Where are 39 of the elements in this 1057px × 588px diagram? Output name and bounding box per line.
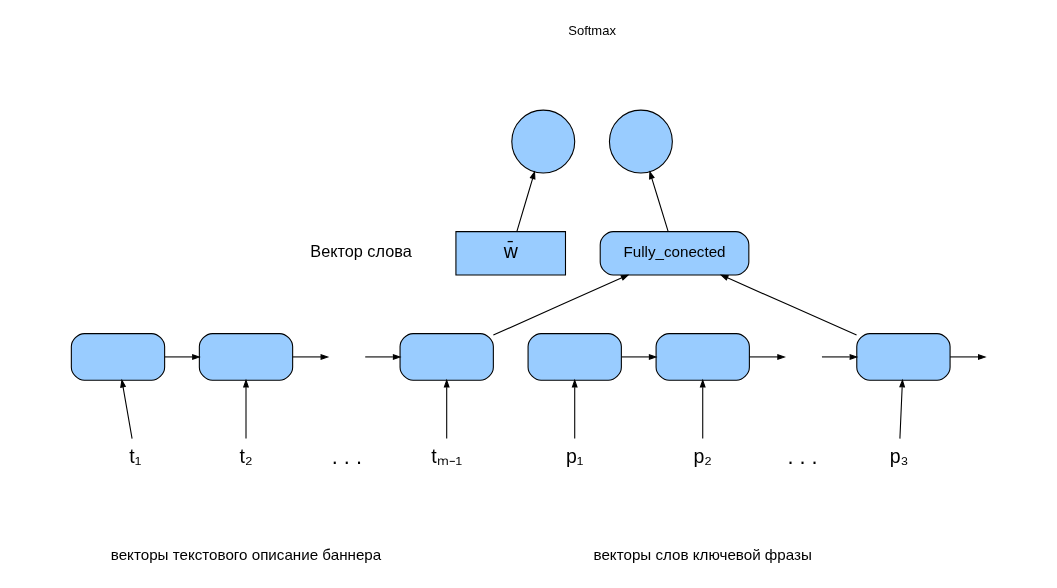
- node-text: t₁: [128, 445, 141, 468]
- arrow: [748, 353, 786, 360]
- node-text: tₘ₋₁: [430, 445, 462, 468]
- arrow: [515, 170, 535, 232]
- node-text: p₂: [693, 445, 712, 468]
- node-circle: [510, 109, 575, 174]
- label: . . .: [331, 443, 362, 469]
- node-circle: [608, 109, 673, 174]
- node-text: p₃: [889, 445, 908, 468]
- arrow: [949, 353, 987, 360]
- node-box: [655, 333, 750, 381]
- arrow: [242, 378, 249, 440]
- node-text: t₂: [239, 445, 252, 468]
- label: Softmax: [567, 23, 616, 39]
- label: векторы слов ключевой фразы: [593, 546, 812, 564]
- node-box: [855, 333, 951, 381]
- arrow: [648, 170, 669, 232]
- arrow: [719, 274, 857, 336]
- label: векторы текстового описание баннера: [110, 546, 381, 564]
- label: . . .: [786, 443, 818, 469]
- node-box: [70, 333, 165, 381]
- node-box: [198, 333, 293, 381]
- node-label: Вектор слова: [309, 242, 412, 261]
- arrow: [571, 378, 578, 440]
- arrow: [898, 378, 905, 440]
- node-box: [527, 333, 622, 381]
- arrow: [492, 274, 629, 336]
- arrow: [163, 353, 201, 360]
- arrow: [620, 353, 658, 360]
- node-text: p₁: [565, 445, 583, 468]
- arrow: [291, 353, 329, 360]
- arrow: [699, 378, 706, 440]
- node-box: [399, 333, 494, 381]
- arrow: [364, 353, 402, 360]
- arrow: [820, 353, 858, 360]
- node-box: w̄: [454, 231, 566, 276]
- arrow: [119, 378, 133, 440]
- node-box: Fully_conected: [599, 231, 749, 276]
- arrow: [443, 378, 450, 440]
